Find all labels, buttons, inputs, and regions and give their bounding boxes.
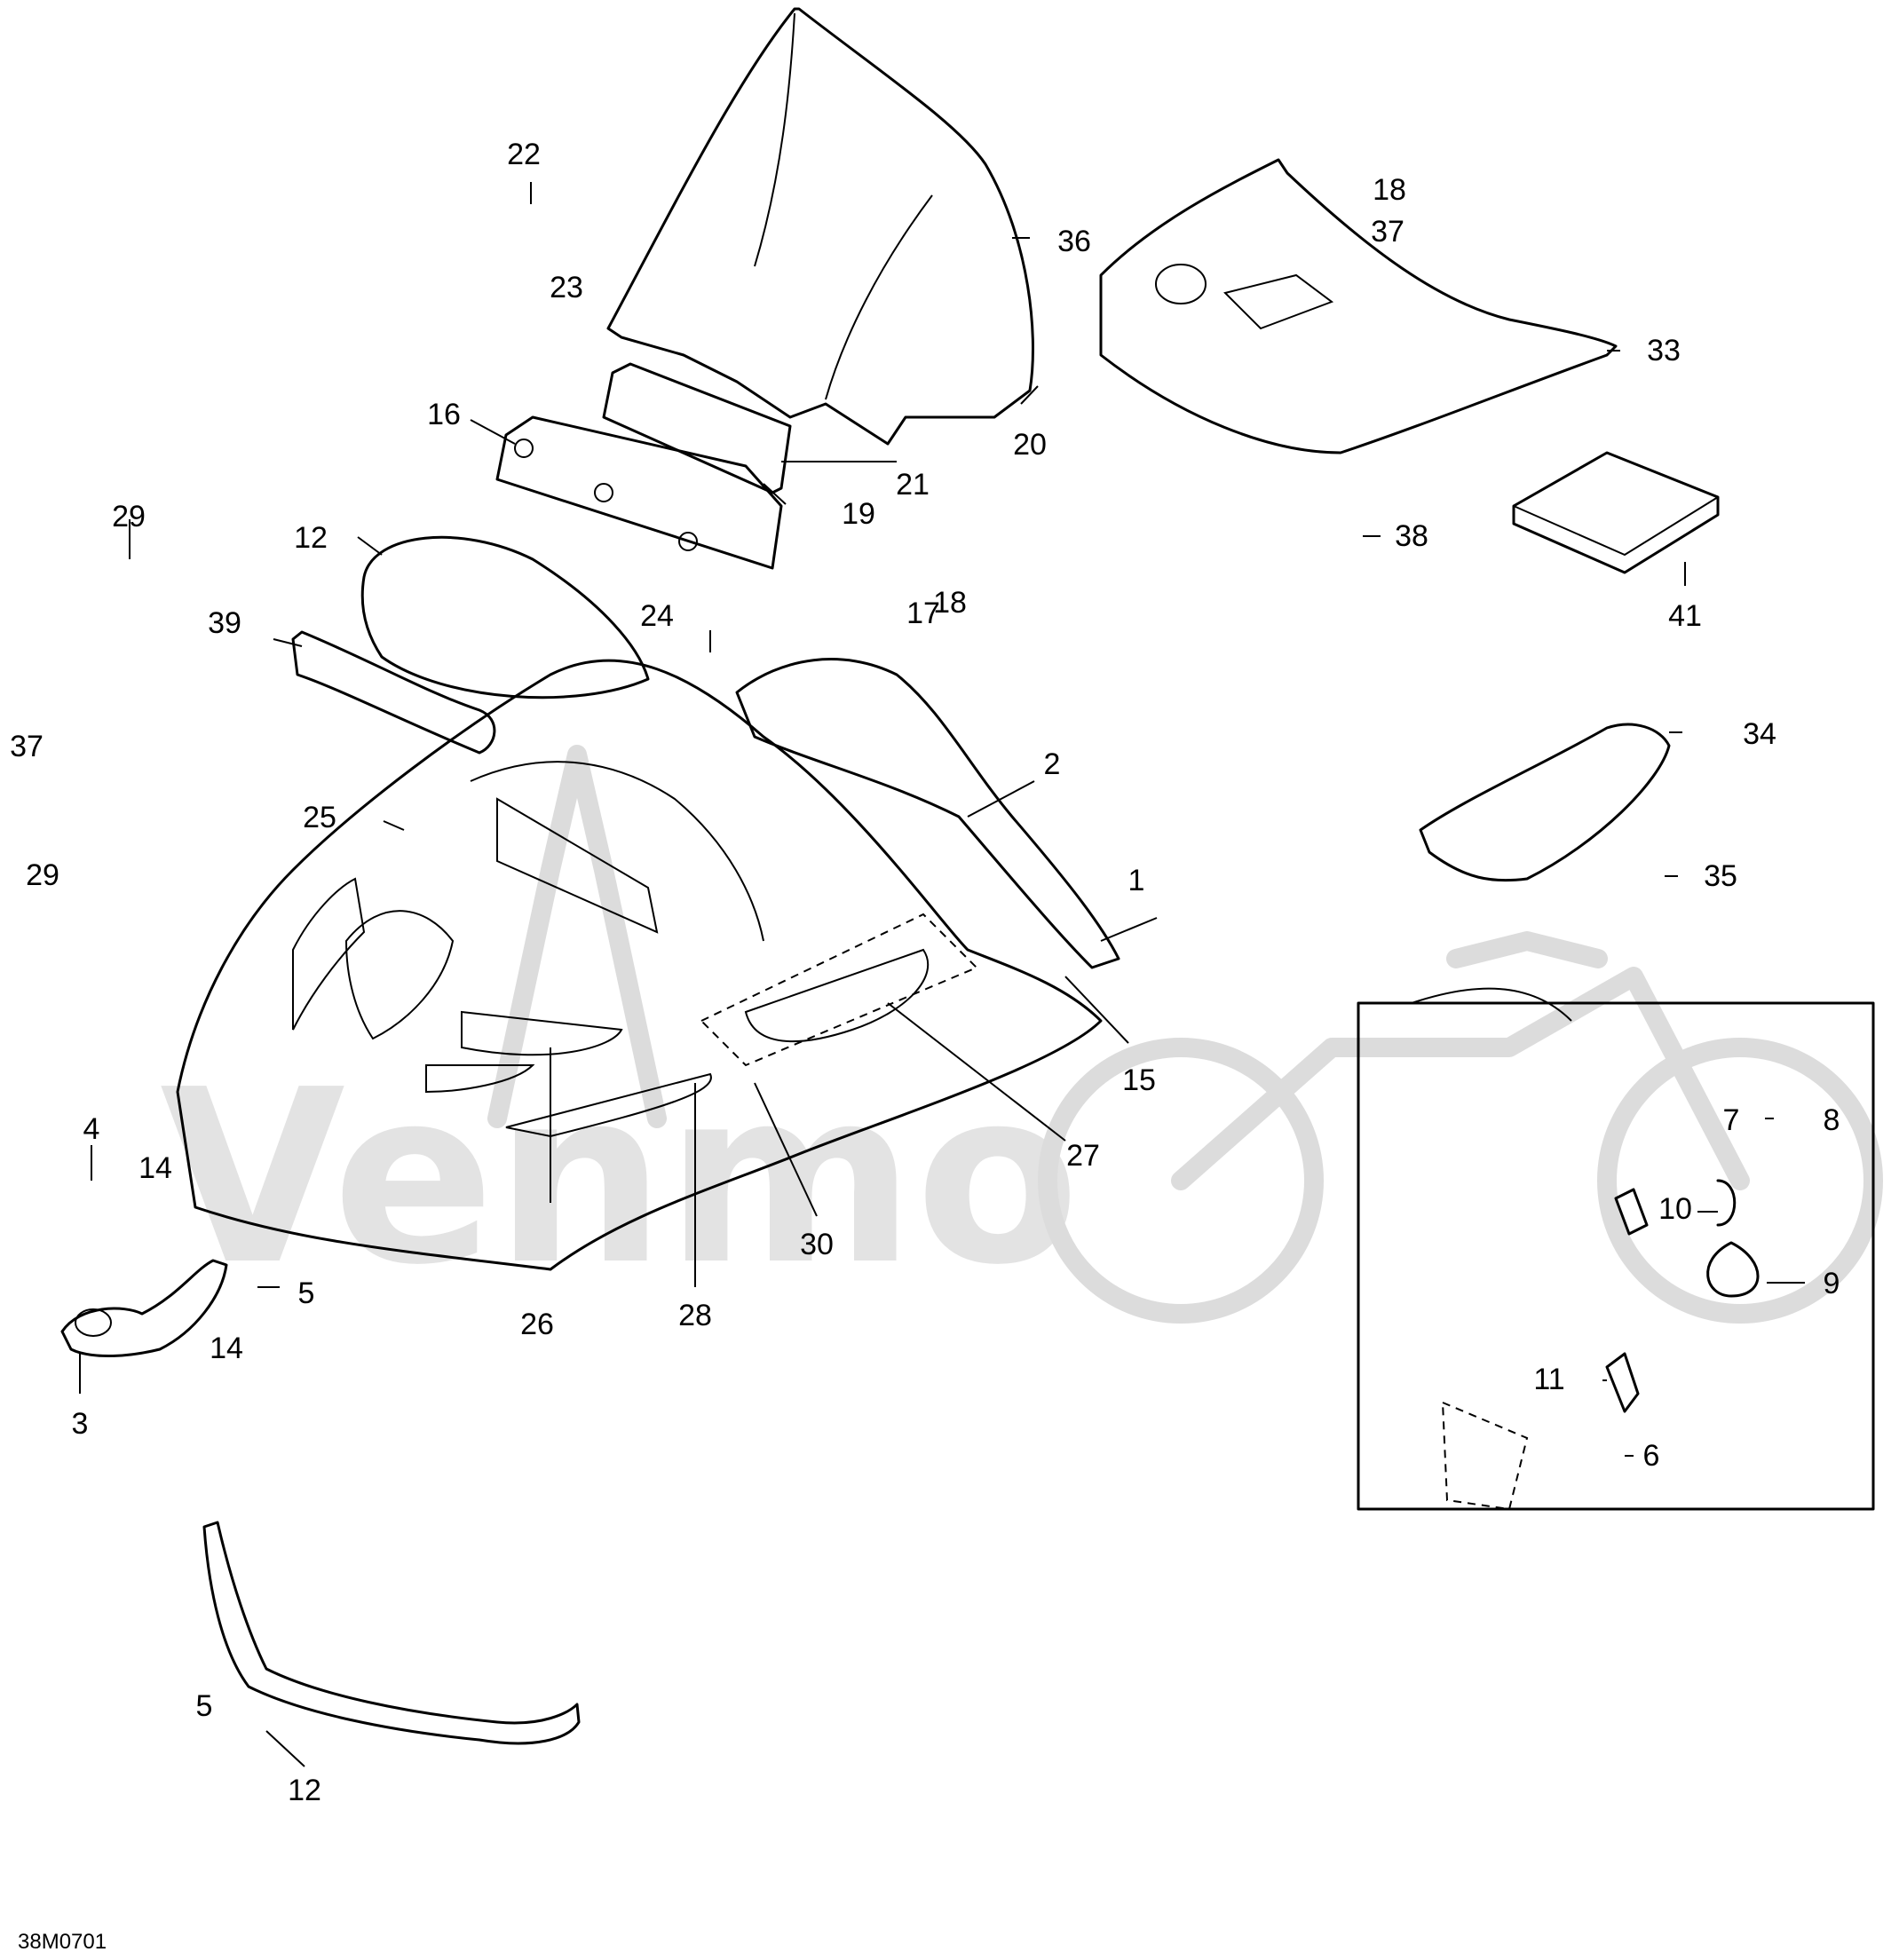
suspension-arm	[60, 1259, 228, 1357]
callout-6: 6	[1643, 1439, 1660, 1473]
inset-box	[1357, 1001, 1875, 1511]
callout-35: 35	[1704, 859, 1737, 893]
callout-29b: 29	[26, 858, 59, 892]
callout-14b: 14	[210, 1332, 243, 1365]
console-pad	[495, 415, 783, 570]
callout-5b: 5	[196, 1689, 213, 1723]
callout-1: 1	[1128, 864, 1145, 897]
leader-lines	[79, 182, 1805, 1767]
reference-code: 38M0701	[18, 1930, 107, 1954]
watermark: Venmo	[160, 745, 1883, 1324]
callout-26: 26	[520, 1308, 554, 1341]
callout-2: 2	[1044, 747, 1061, 781]
callouts: 1 2 3 4 5 5 6 7 8 9 10 11 12 12 14 14 15…	[10, 138, 1840, 1807]
callout-39: 39	[208, 606, 241, 640]
callout-20: 20	[1013, 428, 1047, 462]
callout-16: 16	[427, 398, 461, 431]
callout-37: 37	[1371, 215, 1404, 249]
side-panel	[735, 658, 1120, 969]
callout-11: 11	[1533, 1363, 1564, 1396]
callout-41: 41	[1668, 599, 1702, 633]
callout-37b: 37	[10, 730, 44, 763]
callout-18b: 18	[933, 586, 967, 620]
callout-4: 4	[83, 1112, 100, 1146]
inset-parts	[1411, 987, 1760, 1511]
callout-18: 18	[1373, 173, 1406, 207]
callout-30: 30	[800, 1228, 834, 1261]
callout-3: 3	[72, 1407, 89, 1441]
hood-cab	[176, 659, 1103, 1271]
side-trim	[1419, 723, 1671, 882]
windshield	[606, 7, 1034, 446]
belly-pan	[1099, 158, 1618, 454]
callout-25: 25	[303, 801, 336, 834]
callout-22: 22	[507, 138, 541, 171]
callout-12b: 12	[288, 1774, 321, 1807]
front-bumper	[202, 1521, 581, 1745]
callout-5: 5	[298, 1276, 315, 1310]
callout-36: 36	[1057, 225, 1091, 258]
watermark-text: Venmo	[160, 1038, 1080, 1317]
callout-17: 17	[906, 597, 940, 630]
callout-38: 38	[1395, 519, 1428, 553]
callout-27: 27	[1066, 1139, 1100, 1173]
callout-21: 21	[896, 468, 930, 502]
callout-10: 10	[1658, 1192, 1692, 1226]
callout-24: 24	[640, 599, 674, 633]
tower-watermark-icon	[487, 745, 667, 1128]
callout-23: 23	[550, 271, 583, 304]
callout-8: 8	[1824, 1103, 1840, 1137]
callout-12: 12	[294, 521, 328, 555]
grab-strip	[291, 630, 496, 755]
callout-7: 7	[1723, 1103, 1740, 1137]
instruction-label	[1512, 451, 1720, 574]
foam-pad	[602, 362, 792, 494]
callout-34: 34	[1743, 717, 1776, 751]
callout-19: 19	[842, 497, 875, 531]
callout-29: 29	[112, 500, 146, 533]
callout-9: 9	[1824, 1267, 1840, 1300]
seat-insert	[360, 535, 650, 699]
callout-15: 15	[1122, 1063, 1156, 1097]
callout-33: 33	[1647, 334, 1681, 368]
callout-14: 14	[138, 1151, 172, 1185]
callout-28: 28	[678, 1299, 712, 1332]
